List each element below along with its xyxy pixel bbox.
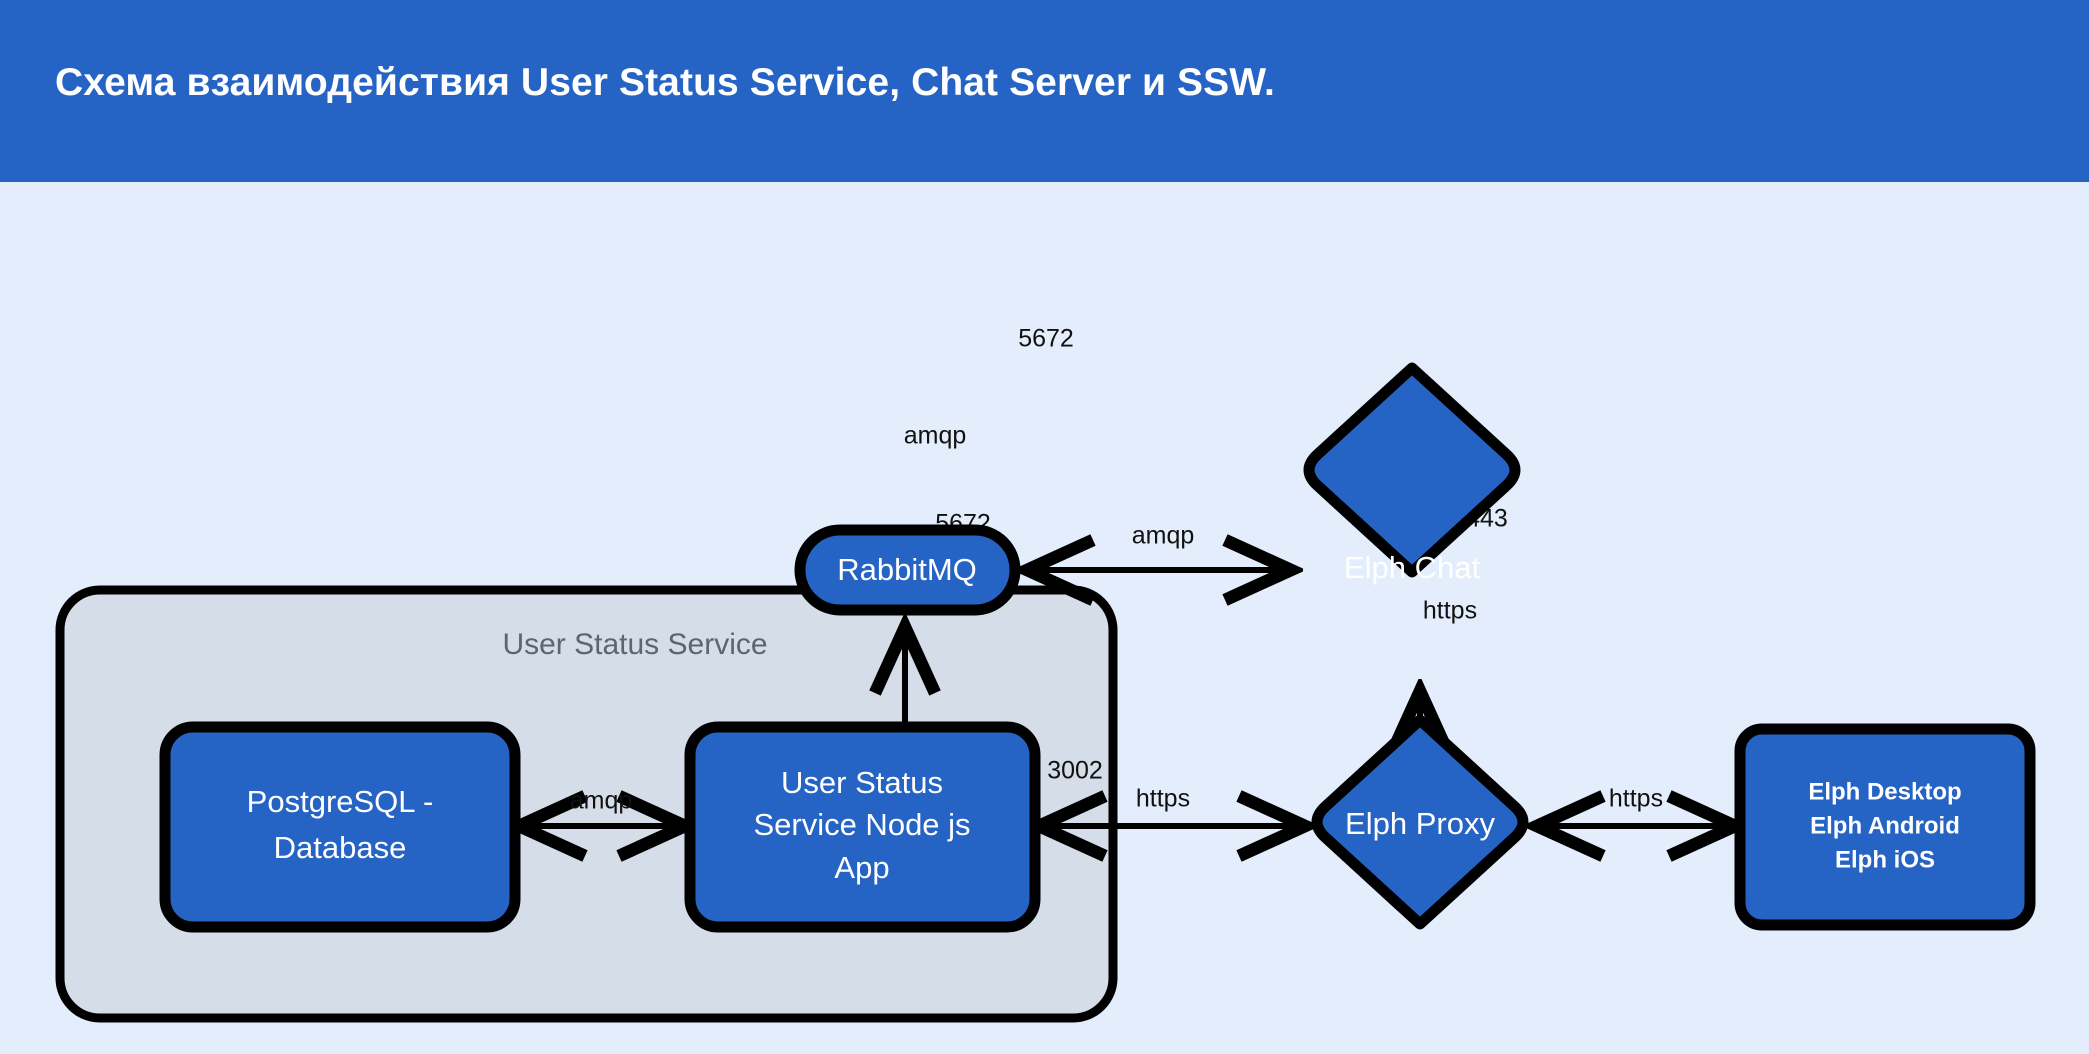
node-user-status-service-node-js-app[interactable]: User Status Service Node js App [684,721,1041,933]
edge-user-status-app-elph-proxy: https 3002 [1042,757,1302,826]
node-label-line1: Elph Desktop [1808,778,1961,805]
node-postgresql-database[interactable]: PostgreSQL - Database [159,721,521,933]
node-elph-chat[interactable]: Elph Chat [1303,362,1521,585]
node-label-line2: Database [274,830,407,865]
edge-protocol-label: amqp [1132,522,1195,550]
node-shape[interactable] [684,721,1041,933]
node-label-line1: User Status [781,765,943,800]
edge-elph-proxy-elph-clients: https [1540,785,1732,826]
node-label: Elph Chat [1344,550,1481,585]
edge-port-label: 5672 [1018,325,1074,353]
edge-postgresql-user-status-app: amqp [522,787,682,826]
diagram-canvas: User Status Service amqp 5672 amqp [0,182,2089,1054]
node-label-line1: PostgreSQL - [247,784,434,819]
page-title: Схема взаимодействия User Status Service… [55,61,1275,104]
node-shape[interactable] [794,524,1021,616]
edge-port-label: 3002 [1047,757,1103,785]
edge-protocol-label: amqp [570,787,633,815]
node-label: Elph Proxy [1345,806,1495,841]
edge-protocol-label: https [1136,785,1190,813]
node-shape[interactable] [1311,714,1529,930]
node-label-line2: Elph Android [1810,812,1960,839]
edge-protocol-label: https [1609,785,1663,813]
node-shape[interactable] [1303,362,1521,578]
node-label-line2: Service Node js [753,807,970,842]
header-bar: Схема взаимодействия User Status Service… [0,0,2089,182]
node-rabbitmq[interactable]: RabbitMQ [794,524,1021,616]
node-label-line3: Elph iOS [1835,846,1935,873]
edge-protocol-label: https [1423,597,1477,625]
node-label-line3: App [834,850,889,885]
node-shape[interactable] [1734,723,2036,931]
node-label: RabbitMQ [837,552,977,587]
edge-rabbitmq-elph-chat: amqp 5672 [1018,325,1288,570]
node-elph-clients[interactable]: Elph Desktop Elph Android Elph iOS [1734,723,2036,931]
group-label: User Status Service [502,628,767,661]
edge-protocol-label: amqp [904,422,967,450]
node-shape[interactable] [159,721,521,933]
node-elph-proxy[interactable]: Elph Proxy [1311,714,1529,930]
